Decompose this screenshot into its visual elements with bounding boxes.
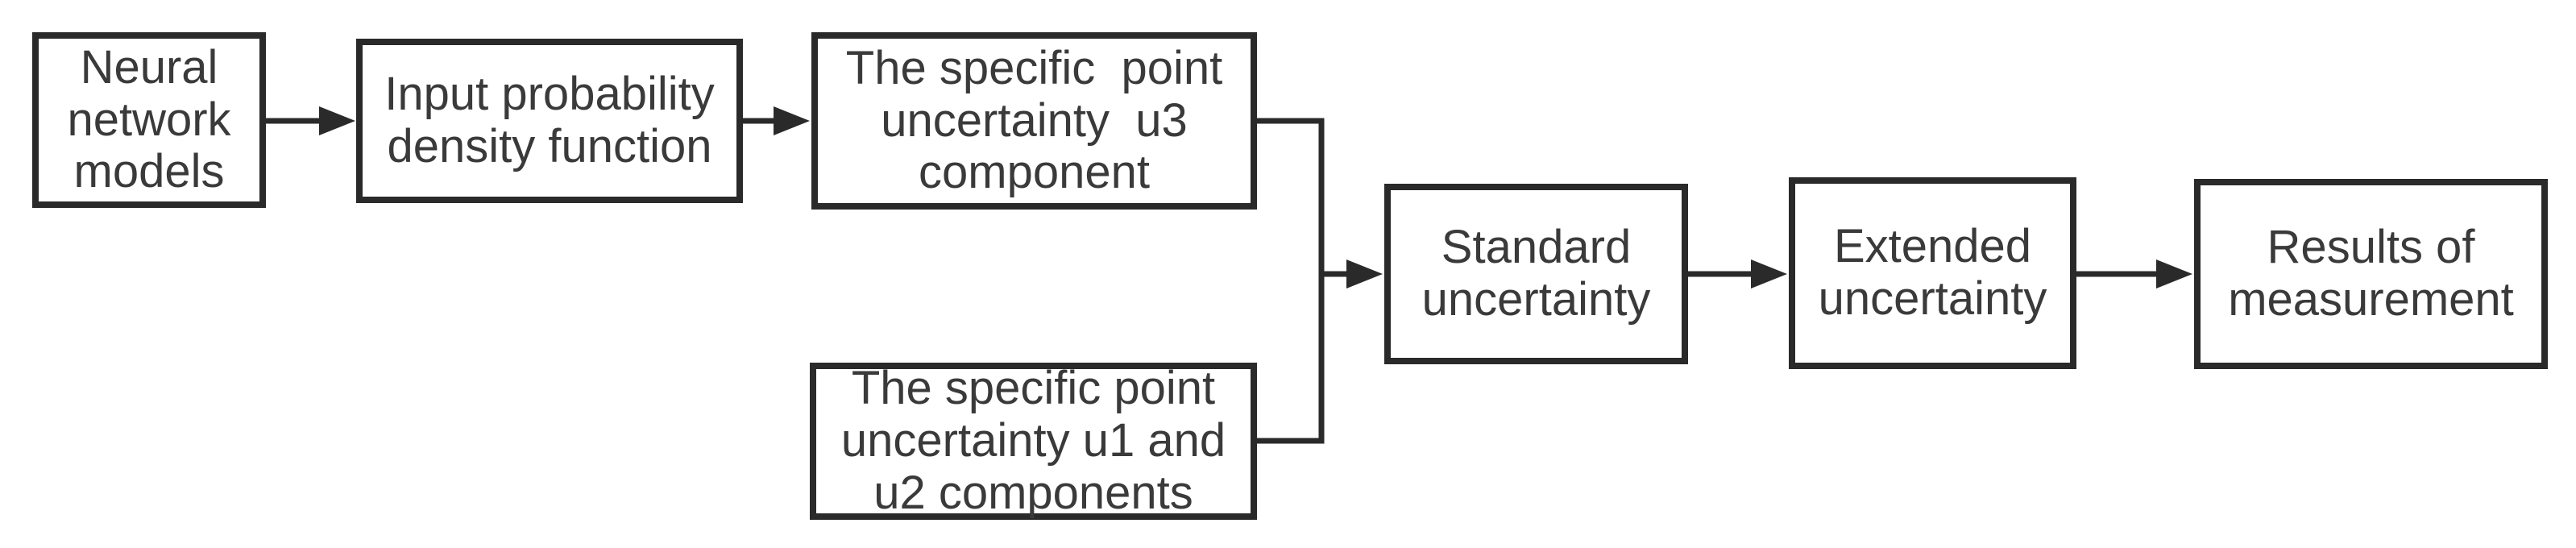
flow-node-u3-component: The specific point uncertainty u3 compon… [811,32,1257,210]
flow-node-label: The specific point uncertainty u3 compon… [845,41,1223,199]
flow-node-label: Results of measurement [2228,221,2514,326]
flow-node-input-probability-density-function: Input probability density function [356,39,743,203]
flow-node-label: Standard uncertainty [1421,221,1651,326]
arrow-neural-to-pdf-arrowhead-icon [319,106,355,135]
flow-node-label: Input probability density function [384,68,715,172]
arrow-pdf-to-u3-arrowhead-icon [774,106,810,135]
flow-node-results-of-measurement: Results of measurement [2194,179,2548,369]
arrow-merge-to-standard-arrowhead-icon [1346,259,1383,289]
flow-node-standard-uncertainty: Standard uncertainty [1384,184,1688,364]
flow-node-label: Extended uncertainty [1818,220,2047,325]
arrow-extended-to-results-arrowhead-icon [2156,259,2192,289]
flow-node-u1-u2-components: The specific point uncertainty u1 and u2… [810,362,1257,520]
connector-u3-u1u2-merge [1257,118,1325,444]
flow-node-neural-network-models: Neural network models [32,32,266,208]
flow-node-extended-uncertainty: Extended uncertainty [1789,177,2076,369]
flow-node-label: The specific point uncertainty u1 and u2… [840,362,1226,519]
flow-node-label: Neural network models [67,40,231,198]
arrow-standard-to-extended-arrowhead-icon [1751,259,1787,289]
